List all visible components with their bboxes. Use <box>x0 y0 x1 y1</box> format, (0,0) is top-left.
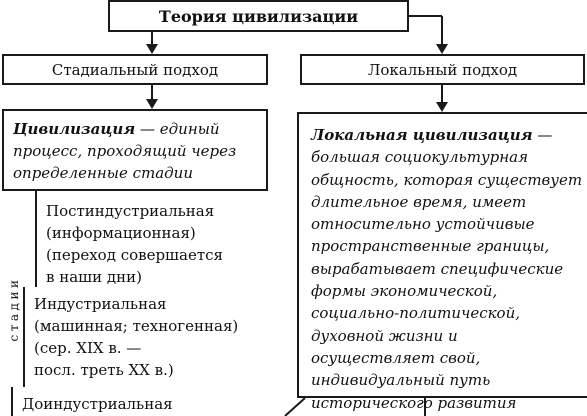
civilization-term: Цивилизация <box>13 120 136 138</box>
stage-line: в наши дни) <box>46 268 142 286</box>
stage-line: посл. треть XX в.) <box>34 361 174 379</box>
arrow-to-local <box>436 44 448 54</box>
stage-line: Доиндустриальная <box>22 395 173 413</box>
arrow-to-civ-def <box>146 99 158 109</box>
stage-line: (сер. XIX в. — <box>34 339 142 357</box>
civilization-definition-text: — единый процесс, проходящий через опред… <box>13 120 237 182</box>
local-approach-box: Локальный подход <box>300 54 585 85</box>
local-civilization-definition-box: Локальная цивилизация — большая социокул… <box>297 112 587 412</box>
stages-vertical-label: стадии <box>7 276 21 342</box>
local-branch-left <box>284 397 306 416</box>
stage-line: Индустриальная <box>34 295 167 313</box>
local-civilization-definition-text: — большая социокультурная общность, кото… <box>311 126 583 412</box>
theory-title: Теория цивилизации <box>158 6 359 26</box>
stage-preindustrial: Доиндустриальная <box>22 393 173 415</box>
arrow-to-stadial <box>146 44 158 54</box>
local-civilization-term: Локальная цивилизация <box>311 126 533 144</box>
stage-industrial: Индустриальная (машинная; техногенная) (… <box>34 293 238 381</box>
stadial-approach-label: Стадиальный подход <box>51 60 219 79</box>
stage-line: (информационная) <box>46 224 196 242</box>
stage-postindustrial: Постиндустриальная (информационная) (пер… <box>46 200 223 288</box>
stage-line: (переход совершается <box>46 246 223 264</box>
stage-line: Постиндустриальная <box>46 202 215 220</box>
local-approach-label: Локальный подход <box>367 60 518 79</box>
theory-title-box: Теория цивилизации <box>108 0 409 32</box>
stage-line: (машинная; техногенная) <box>34 317 239 335</box>
civilization-definition-box: Цивилизация — единый процесс, проходящий… <box>2 109 268 191</box>
arrow-to-local-def <box>436 102 448 112</box>
stadial-approach-box: Стадиальный подход <box>2 54 268 85</box>
